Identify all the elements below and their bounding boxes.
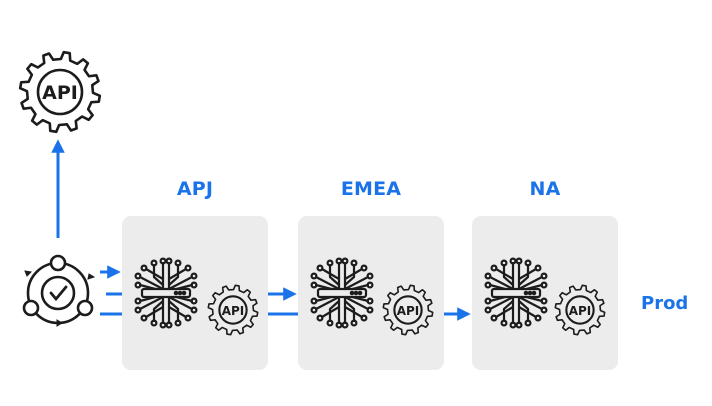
api-gear-icon (207, 284, 259, 336)
network-hub-icon (484, 257, 548, 329)
network-hub-icon (134, 257, 198, 329)
region-label-emea: EMEA (340, 178, 402, 200)
api-gear-icon (382, 284, 434, 336)
cycle-check-icon (22, 254, 96, 327)
api-gear-icon (554, 284, 606, 336)
emea-api-label: API (397, 304, 420, 318)
apj-api-label: API (222, 304, 245, 318)
region-label-apj: APJ (176, 178, 214, 200)
region-label-na: NA (529, 178, 561, 200)
api-gear-icon (18, 50, 102, 134)
prod-label: Prod (641, 293, 689, 314)
top-api-label: API (42, 82, 78, 104)
network-hub-icon (310, 257, 374, 329)
na-api-label: API (569, 304, 592, 318)
